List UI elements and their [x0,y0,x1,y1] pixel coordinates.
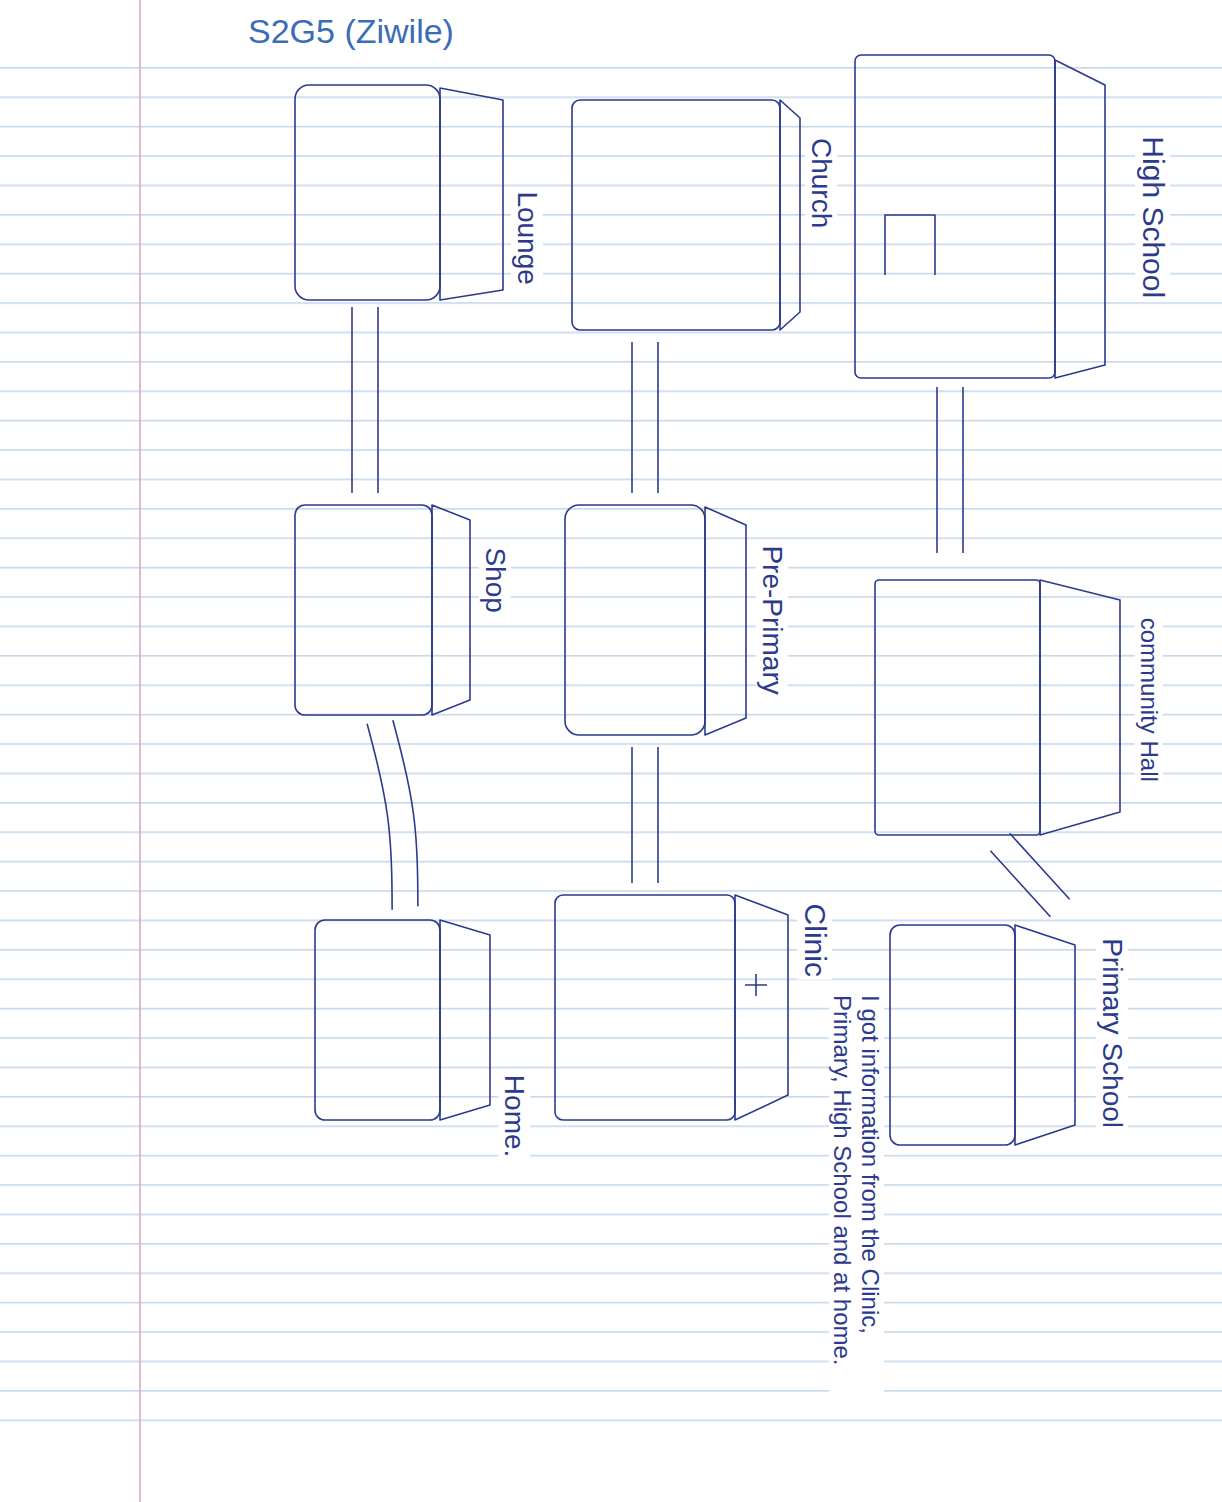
building-front [565,505,705,735]
building-label: Home. [498,1072,530,1160]
building-front [315,920,440,1120]
road-connector [990,833,1069,916]
building-front [572,100,780,330]
building-label: Lounge [510,188,542,287]
lounge-building [295,85,503,300]
building-front [890,925,1015,1145]
road-connector [632,747,658,883]
building-label: Church [805,134,837,230]
road-edge-line [657,747,659,883]
shop-building [295,505,470,715]
building-side [1040,580,1120,835]
home-building [315,920,490,1120]
door-symbol [885,215,935,275]
building-node: Home. [310,910,535,1165]
building-front [295,505,432,715]
building-node: Lounge [285,80,550,305]
building-side [440,88,503,300]
building-node: Clinic [550,885,835,1125]
building-side [780,100,800,330]
building-label: Clinic [797,900,832,979]
building-side [735,895,788,1120]
road-connector [352,307,378,493]
community-hall-building [875,580,1120,835]
building-front [875,580,1040,835]
road-edge-line [936,387,938,553]
road-edge-line [377,307,379,493]
primary-school-building [890,925,1075,1145]
clinic-building [555,895,788,1120]
road-connector [367,720,418,909]
road-edge-line [367,724,392,910]
building-side [440,920,490,1120]
ruled-lines [0,60,1222,1445]
building-side [432,505,470,715]
church-building [572,100,800,330]
building-node: community Hall [870,555,1175,840]
building-front [555,895,735,1120]
road-edge-line [1010,833,1070,899]
building-node: Shop [290,495,520,720]
road-edge-line [351,307,353,493]
road-connector [632,342,658,493]
road-connector [937,387,963,553]
building-node: Primary School [885,910,1140,1155]
building-node: High School [850,50,1185,385]
building-front [855,55,1055,378]
building-label: Shop [478,544,510,615]
building-label: community Hall [1135,615,1163,785]
page-title: S2G5 (Ziwile) [245,12,457,51]
building-node: Church [565,90,840,340]
building-label: High School [1135,133,1170,301]
cross-symbol [745,974,767,996]
building-side [1055,60,1105,378]
margin-line [139,0,141,1502]
building-side [705,507,746,735]
building-node: Pre-Primary [560,495,795,745]
road-edge-line [962,387,964,553]
building-label: Primary School [1096,935,1128,1131]
road-edge-line [631,342,633,493]
road-edge-line [990,851,1050,917]
building-side [1015,925,1075,1145]
road-edge-line [657,342,659,493]
high-school-building [855,55,1105,378]
road-edge-line [631,747,633,883]
road-edge-line [393,720,418,906]
note-text: I got information from the Clinic, Prima… [828,992,883,1393]
pre-primary-building [565,505,746,735]
building-front [295,85,440,300]
building-label: Pre-Primary [755,542,787,697]
